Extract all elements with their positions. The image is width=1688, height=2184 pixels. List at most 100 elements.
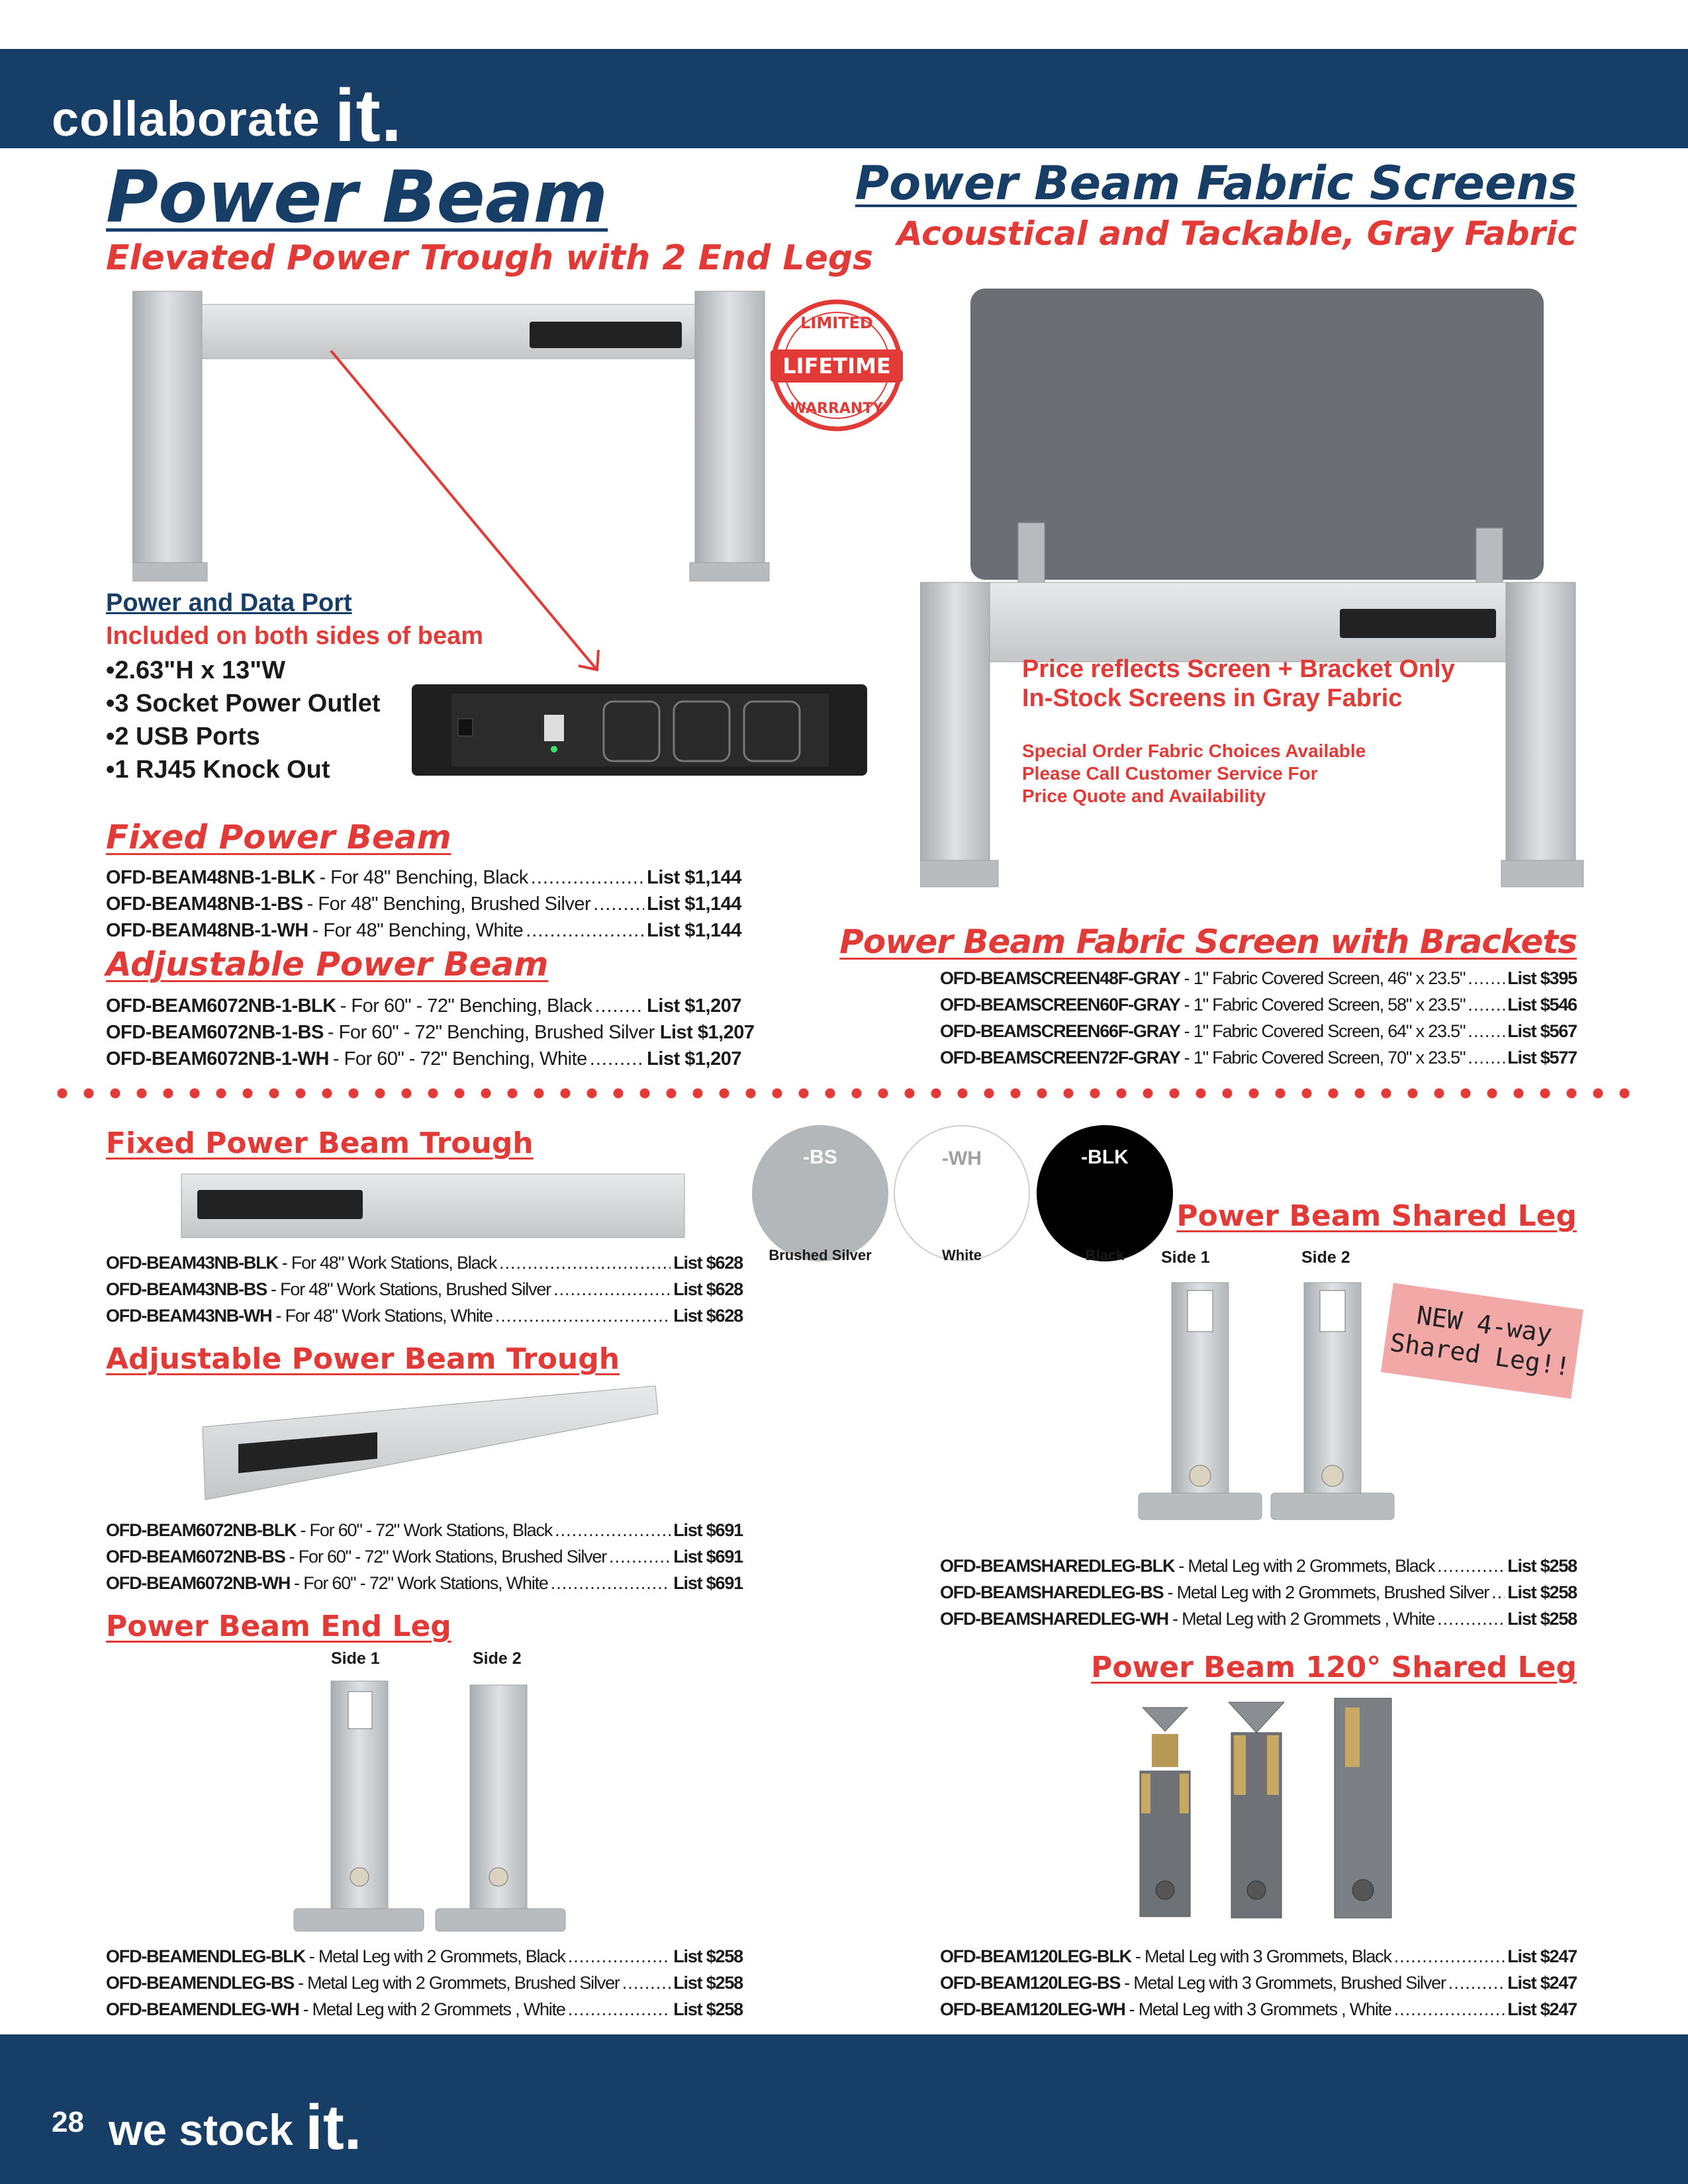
end-leg-title: Power Beam End Leg (106, 1610, 451, 1643)
price: List $258 (673, 1946, 743, 1966)
screen-note-2: In-Stock Screens in Gray Fabric (1022, 684, 1403, 712)
price: List $628 (673, 1306, 743, 1326)
price-row: OFD-BEAM120LEG-WH- Metal Leg with 3 Grom… (940, 1996, 1577, 2023)
sku: OFD-BEAM43NB-BLK (106, 1253, 279, 1273)
price-row: OFD-BEAM48NB-1-WH- For 48" Benching, Whi… (106, 917, 741, 944)
desc: - For 60" - 72" Benching, Brushed Silver (327, 1022, 655, 1043)
feature-item: 1 RJ45 Knock Out (106, 753, 410, 786)
price-row: OFD-BEAM48NB-1-BLK- For 48" Benching, Bl… (106, 864, 741, 891)
swatch-black: -BLK (1037, 1125, 1173, 1261)
price: List $247 (1507, 1973, 1577, 1993)
desc: - Metal Leg with 3 Grommets , White (1129, 1999, 1392, 2019)
port-note: Included on both sides of beam (106, 622, 484, 650)
price-row: OFD-BEAM6072NB-1-BS- For 60" - 72" Bench… (106, 1019, 755, 1046)
price-row: OFD-BEAMSCREEN66F-GRAY- 1" Fabric Covere… (940, 1018, 1577, 1044)
fixed-power-beam-list: OFD-BEAM48NB-1-BLK- For 48" Benching, Bl… (106, 864, 741, 944)
swatch-code: -WH (942, 1148, 982, 1169)
price-row: OFD-BEAM120LEG-BLK- Metal Leg with 3 Gro… (940, 1943, 1577, 1970)
badge-bottom-text: WARRANTY (790, 400, 884, 417)
header-brand-word: collaborate (52, 91, 320, 146)
badge-middle-text: LIFETIME (782, 353, 890, 379)
price-row: OFD-BEAM120LEG-BS- Metal Leg with 3 Grom… (940, 1970, 1577, 1996)
adjustable-power-beam-list: OFD-BEAM6072NB-1-BLK- For 60" - 72" Benc… (106, 993, 755, 1072)
fabric-screens-title: Power Beam Fabric Screens (855, 156, 1577, 210)
shared-leg-image (1138, 1282, 1395, 1520)
desc: - 1" Fabric Covered Screen, 70" x 23.5" (1184, 1048, 1466, 1068)
swatch-code: -BS (803, 1146, 837, 1168)
price: List $577 (1507, 1048, 1577, 1068)
price: List $247 (1507, 1946, 1577, 1966)
price: List $258 (1507, 1582, 1577, 1602)
price-row: OFD-BEAM6072NB-BLK- For 60" - 72" Work S… (106, 1517, 743, 1543)
sku: OFD-BEAMSHAREDLEG-BS (940, 1582, 1164, 1602)
price: List $546 (1507, 995, 1577, 1015)
swatch-brushed-silver: -BS (752, 1125, 888, 1261)
pointer-arrow (330, 349, 600, 672)
fixed-trough-title: Fixed Power Beam Trough (106, 1126, 534, 1160)
sku: OFD-BEAM48NB-1-BLK (106, 867, 316, 888)
price: List $628 (673, 1253, 743, 1273)
shared-leg-title: Power Beam Shared Leg (1176, 1199, 1577, 1233)
new-sticker: NEW 4-way Shared Leg!! (1380, 1283, 1584, 1399)
price: List $691 (673, 1520, 743, 1540)
desc: - Metal Leg with 2 Grommets, Black (308, 1946, 566, 1966)
screen-brackets-list: OFD-BEAMSCREEN48F-GRAY - 1" Fabric Covere… (940, 965, 1577, 1071)
shared-leg-list: OFD-BEAMSHAREDLEG-BLK- Metal Leg with 2 … (940, 1553, 1577, 1632)
port-title: Power and Data Port (106, 589, 352, 617)
desc: - Metal Leg with 2 Grommets , White (1172, 1609, 1435, 1629)
footer-brand: we stock it. (109, 2087, 361, 2163)
footer-bar: 28 we stock it. (0, 2034, 1688, 2184)
power-beam-subtitle: Elevated Power Trough with 2 End Legs (106, 238, 874, 278)
fixed-trough-list: OFD-BEAM43NB-BLK - For 48" Work Stations,… (106, 1250, 743, 1329)
sku: OFD-BEAM120LEG-WH (940, 1999, 1126, 2019)
header-brand: collaborate it. (52, 68, 402, 157)
shared-leg-side2-label: Side 2 (1301, 1248, 1350, 1267)
price-row: OFD-BEAMSHAREDLEG-BS- Metal Leg with 2 G… (940, 1579, 1577, 1606)
power-beam-image (132, 291, 770, 582)
power-port-image (412, 684, 867, 776)
fixed-power-beam-title: Fixed Power Beam (106, 818, 451, 856)
price: List $691 (673, 1573, 743, 1593)
power-beam-title: Power Beam (106, 156, 608, 239)
price: List $691 (673, 1547, 743, 1567)
fixed-trough-image (181, 1173, 685, 1238)
price: List $1,144 (647, 893, 741, 915)
sku: OFD-BEAM6072NB-WH (106, 1573, 291, 1593)
warranty-badge: LIMITED LIFETIME WARRANTY (771, 299, 903, 432)
footer-brand-word: we stock (109, 2105, 293, 2154)
price-row: OFD-BEAMENDLEG-BS- Metal Leg with 2 Grom… (106, 1970, 743, 1996)
desc: - Metal Leg with 2 Grommets, Brushed Sil… (1167, 1582, 1490, 1602)
desc: - Metal Leg with 2 Grommets, Brushed Sil… (298, 1973, 620, 1993)
price: List $258 (1507, 1609, 1577, 1629)
swatch-label: White (942, 1247, 982, 1263)
desc: - For 48" Benching, Black (319, 867, 528, 888)
desc: - Metal Leg with 2 Grommets, Black (1178, 1556, 1435, 1576)
end-leg-side1-label: Side 1 (331, 1649, 380, 1668)
price: List $567 (1507, 1021, 1577, 1041)
header-bar: collaborate it. (0, 49, 1688, 157)
price: List $395 (1507, 968, 1577, 988)
desc: - For 60" - 72" Benching, White (332, 1048, 587, 1069)
special-line: Price Quote and Availability (1022, 786, 1266, 806)
price: List $258 (1507, 1556, 1577, 1576)
sku: OFD-BEAMSCREEN48F-GRAY (940, 968, 1181, 988)
page-number: 28 (52, 2106, 84, 2138)
price: List $628 (673, 1279, 743, 1299)
desc: - For 60" - 72" Work Stations, Black (300, 1520, 553, 1540)
price-row: OFD-BEAMSHAREDLEG-WH- Metal Leg with 2 G… (940, 1606, 1577, 1632)
swatch-label: Brushed Silver (769, 1247, 872, 1263)
end-leg-list: OFD-BEAMENDLEG-BLK- Metal Leg with 2 Gro… (106, 1943, 743, 2023)
price-row: OFD-BEAMENDLEG-BLK- Metal Leg with 2 Gro… (106, 1943, 743, 1970)
sku: OFD-BEAMENDLEG-WH (106, 1999, 300, 2019)
sku: OFD-BEAM48NB-1-BS (106, 893, 303, 915)
price-row: OFD-BEAMSCREEN60F-GRAY- 1" Fabric Covere… (940, 991, 1577, 1018)
price-row: OFD-BEAMSCREEN72F-GRAY- 1" Fabric Covere… (940, 1044, 1577, 1071)
price-row: OFD-BEAM43NB-BLK- For 48" Work Stations,… (106, 1250, 743, 1276)
adjustable-power-beam-title: Adjustable Power Beam (106, 945, 549, 983)
swatch-label: Black (1085, 1247, 1125, 1263)
price: List $247 (1507, 1999, 1577, 2019)
special-line: Special Order Fabric Choices Available (1022, 741, 1366, 761)
price-row: OFD-BEAM43NB-WH- For 48" Work Stations, … (106, 1302, 743, 1329)
desc: - For 48" Work Stations, White (275, 1306, 492, 1326)
price: List $1,207 (647, 995, 741, 1017)
